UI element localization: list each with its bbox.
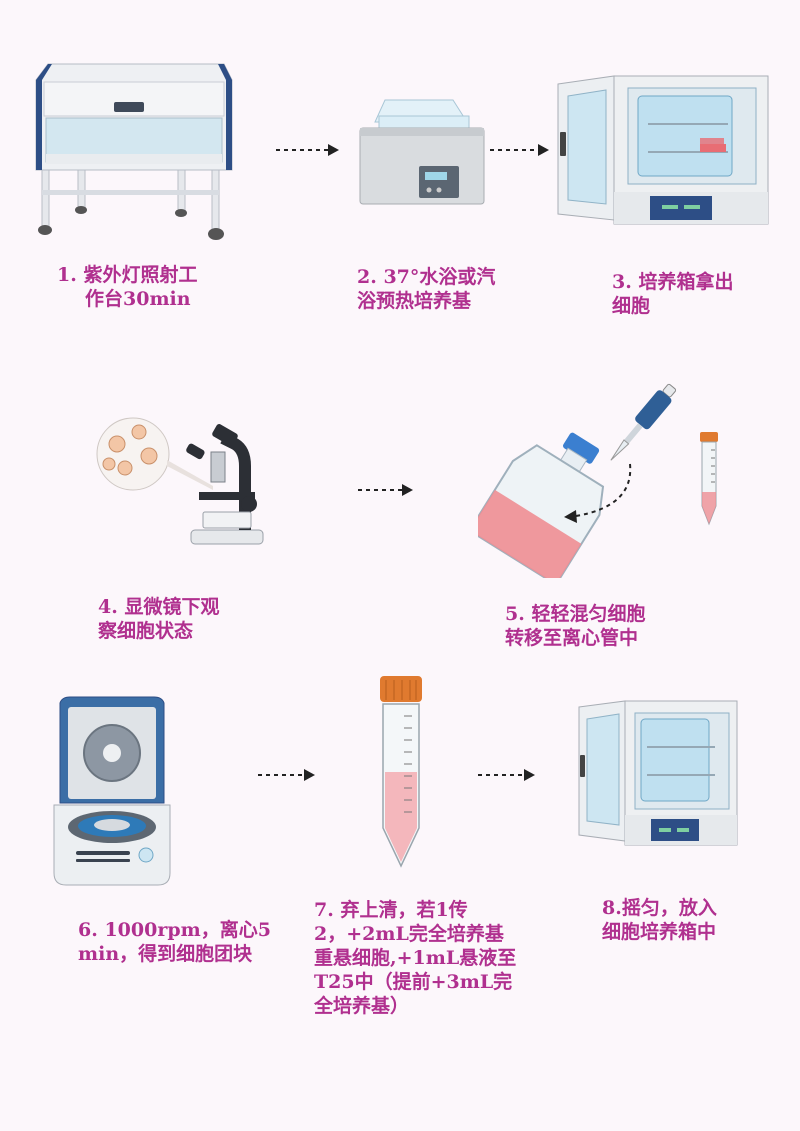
step-2-line-2: 浴预热培养基: [357, 290, 472, 312]
step-7-label: 7. 弃上清，若1传 2，+2mL完全培养基 重悬细胞,+1mL悬液至 T25中…: [314, 898, 516, 1018]
step-7-line-2: 2，+2mL完全培养基: [314, 923, 504, 945]
step-6-line-1: 6. 1000rpm，离心5: [78, 919, 271, 941]
culture-flask-icon: [478, 432, 605, 578]
transfer-arrow: [564, 463, 632, 523]
arrow-4-to-5: [358, 484, 413, 496]
step-7-line-3: 重悬细胞,+1mL悬液至: [314, 947, 517, 969]
step-7-line-4: T25中（提前+3mL完: [314, 971, 513, 993]
step-1-line-2: 作台30min: [85, 288, 191, 310]
arrow-1-to-2: [276, 144, 339, 156]
step-5-line-2: 转移至离心管中: [505, 627, 639, 649]
step-8-line-1: 8.摇匀，放入: [602, 897, 717, 919]
step-8-label: 8.摇匀，放入 细胞培养箱中: [602, 896, 717, 944]
step-2-label: 2. 37°水浴或汽 浴预热培养基: [357, 265, 495, 313]
arrow-6-to-7: [258, 769, 315, 781]
step-5-line-1: 5. 轻轻混匀细胞: [505, 603, 646, 625]
arrow-7-to-8: [478, 769, 535, 781]
arrow-2-to-3: [490, 144, 549, 156]
step-2-line-1: 2. 37°水浴或汽: [357, 266, 496, 288]
step-3-line-2: 细胞: [612, 295, 651, 317]
step-3-line-1: 3. 培养箱拿出: [612, 271, 734, 293]
step-8-line-2: 细胞培养箱中: [602, 921, 717, 943]
centrifuge-tube-icon: [380, 676, 422, 868]
water-bath-icon: [359, 99, 485, 205]
step-6-line-2: min，得到细胞团块: [78, 943, 253, 965]
incubator-icon: [557, 75, 769, 225]
centrifuge-tube-small-icon: [700, 432, 718, 526]
microscope-icon: [96, 417, 264, 545]
step-1-label: 1. 紫外灯照射工 作台30min: [57, 263, 197, 311]
step-7-line-1: 7. 弃上清，若1传: [314, 899, 468, 921]
centrifuge-icon: [53, 696, 171, 886]
step-3-label: 3. 培养箱拿出 细胞: [612, 270, 733, 318]
step-4-label: 4. 显微镜下观 察细胞状态: [98, 595, 219, 643]
step-7-line-5: 全培养基）: [314, 995, 410, 1017]
step-4-line-2: 察细胞状态: [98, 620, 194, 642]
step-5-label: 5. 轻轻混匀细胞 转移至离心管中: [505, 602, 645, 650]
biosafety-cabinet-icon: [35, 63, 233, 240]
pipette-icon: [610, 383, 677, 461]
incubator-icon-2: [578, 700, 738, 846]
step-1-line-1: 1. 紫外灯照射工: [57, 264, 198, 286]
step-4-line-1: 4. 显微镜下观: [98, 596, 220, 618]
step-6-label: 6. 1000rpm，离心5 min，得到细胞团块: [78, 918, 271, 966]
